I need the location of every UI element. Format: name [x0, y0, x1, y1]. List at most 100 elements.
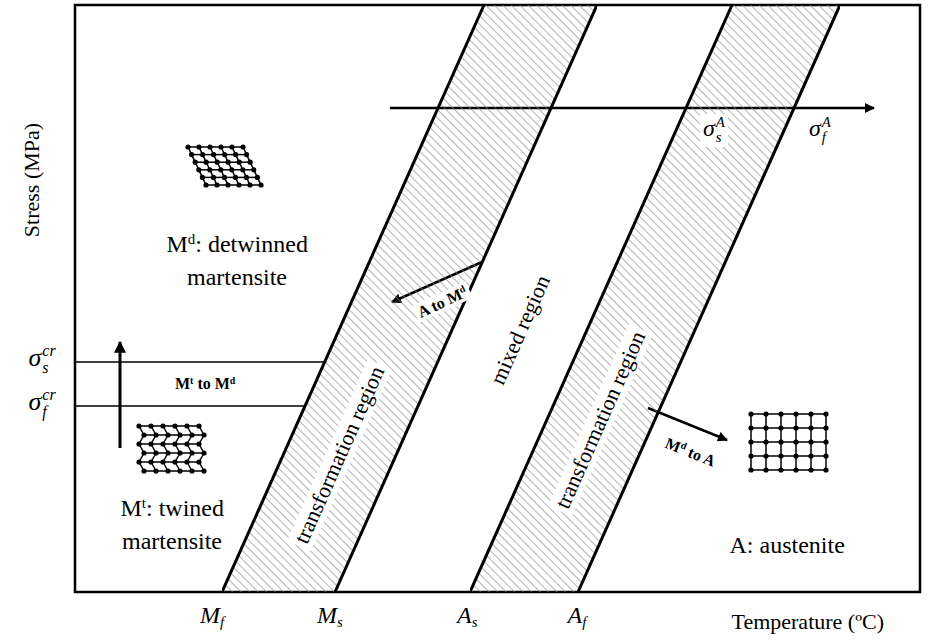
lattice-atom: [203, 182, 208, 187]
lattice-atom: [793, 439, 798, 444]
label-text: s: [42, 360, 55, 377]
lattice-atom: [211, 152, 216, 157]
lattice-atom: [225, 182, 230, 187]
lattice-atom: [823, 425, 828, 430]
label-text: σ: [809, 115, 821, 141]
label-text: : twined: [146, 495, 224, 521]
phase-label: Md: detwinned: [167, 232, 308, 256]
loading-arrow: [119, 342, 122, 448]
lattice-atom: [189, 450, 194, 455]
label-text: martensite: [122, 528, 222, 554]
lattice-atom: [823, 453, 828, 458]
lattice-atom: [808, 467, 813, 472]
lattice-atom: [196, 167, 201, 172]
lattice-atom: [141, 450, 146, 455]
critical-stress-line: [75, 361, 325, 363]
label-text: cr: [42, 343, 55, 360]
lattice-atom: [196, 144, 201, 149]
stress-symbol: σAs: [700, 114, 728, 147]
label-text: σ: [29, 343, 42, 372]
lattice-atom: [237, 160, 242, 165]
austenite-lattice: [748, 411, 828, 472]
label-text: s: [716, 130, 725, 146]
temperature-mark: Mf: [200, 603, 224, 630]
script-stack: crs: [42, 343, 55, 377]
region-label: mixed region: [486, 272, 554, 388]
lattice-atom: [196, 459, 201, 464]
lattice-atom: [207, 167, 212, 172]
lattice-atom: [165, 468, 170, 473]
label-text: t: [190, 375, 193, 386]
lattice-atom: [229, 144, 234, 149]
lattice-atom: [172, 459, 177, 464]
label-text: A: [457, 602, 472, 628]
band-hatch: [470, 5, 840, 592]
lattice-atom: [251, 167, 256, 172]
lattice-atom: [201, 450, 206, 455]
temperature-mark: Ms: [317, 603, 343, 630]
label-text: A: austenite: [730, 532, 845, 558]
script-stack: Af: [822, 115, 831, 146]
lattice-atom: [160, 441, 165, 446]
lattice-atom: [763, 453, 768, 458]
lattice-atom: [778, 411, 783, 416]
arrow-label: Mt to Md: [175, 376, 235, 392]
lattice-atom: [226, 160, 231, 165]
lattice-atom: [748, 439, 753, 444]
lattice-atom: [172, 441, 177, 446]
phase-label: martensite: [187, 265, 287, 289]
stress-symbol: σcrf: [29, 387, 56, 421]
lattice-atom: [177, 450, 182, 455]
band-edge: [222, 5, 484, 592]
lattice-atom: [184, 423, 189, 428]
lattice-atom: [244, 175, 249, 180]
band-edge: [578, 5, 840, 592]
lattice-atom: [808, 425, 813, 430]
lattice-atom: [200, 152, 205, 157]
label-text: martensite: [187, 264, 287, 290]
lattice-atom: [136, 423, 141, 428]
lattice-atom: [233, 152, 238, 157]
phase-label: Mt: twined: [121, 496, 224, 520]
lattice-atom: [165, 450, 170, 455]
label-text: A: [568, 602, 583, 628]
label-text: A: [716, 115, 725, 131]
script-stack: As: [716, 115, 725, 146]
lattice-atom: [201, 468, 206, 473]
label-text: to M: [193, 375, 229, 392]
lattice-atom: [763, 439, 768, 444]
transformation-arrow: [648, 408, 727, 440]
axis-title: Stress (MPa): [21, 123, 43, 237]
lattice-atom: [793, 411, 798, 416]
lattice-atom: [748, 467, 753, 472]
lattice-atom: [763, 425, 768, 430]
label-text: f: [42, 404, 55, 421]
lattice-atom: [247, 182, 252, 187]
lattice-atom: [184, 459, 189, 464]
detwinned-lattice: [185, 144, 263, 187]
label-text: M: [121, 495, 142, 521]
lattice-atom: [148, 441, 153, 446]
stress-symbol: σAf: [809, 115, 831, 146]
lattice-atom: [823, 411, 828, 416]
label-text: f: [582, 614, 586, 630]
lattice-atom: [189, 152, 194, 157]
lattice-atom: [823, 439, 828, 444]
label-text: σ: [703, 115, 715, 141]
lattice-atom: [793, 425, 798, 430]
lattice-atom: [177, 468, 182, 473]
lattice-atom: [808, 411, 813, 416]
lattice-atom: [748, 411, 753, 416]
lattice-atom: [218, 144, 223, 149]
lattice-atom: [236, 182, 241, 187]
lattice-atom: [244, 152, 249, 157]
label-text: s: [337, 614, 343, 630]
label-text: mixed region: [484, 271, 554, 388]
lattice-atom: [748, 425, 753, 430]
label-text: M: [662, 434, 682, 455]
lattice-atom: [215, 160, 220, 165]
lattice-atom: [218, 167, 223, 172]
lattice-atom: [793, 467, 798, 472]
lattice-atom: [748, 453, 753, 458]
lattice-atom: [808, 439, 813, 444]
